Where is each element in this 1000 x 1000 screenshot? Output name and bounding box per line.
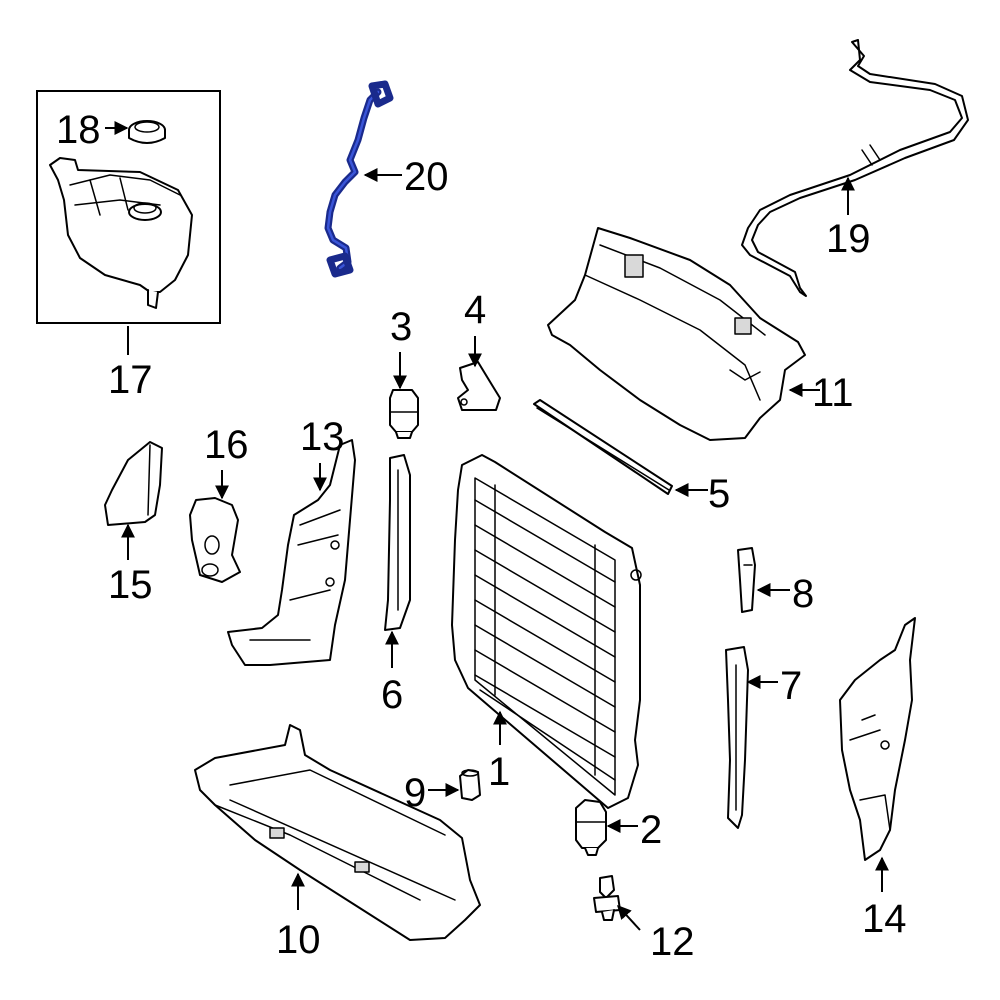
part-2-mount[interactable] [575, 799, 607, 856]
part-14-air-guide-right[interactable] [839, 617, 916, 861]
callout-2: 2 [640, 808, 662, 852]
part-10-lower-deflector[interactable] [194, 724, 481, 941]
callout-8: 8 [792, 572, 814, 616]
callout-9: 9 [404, 771, 426, 815]
callout-17: 17 [108, 358, 153, 402]
part-19-upper-hose[interactable] [741, 39, 969, 297]
callout-11: 11 [812, 371, 854, 415]
part-3-sensor[interactable] [389, 389, 419, 439]
callout-7: 7 [780, 664, 802, 708]
callout-labels: 17 18 20 19 11 3 4 5 13 16 15 6 8 7 1 9 … [56, 108, 907, 964]
callout-16: 16 [204, 423, 249, 467]
part-6-side-seal[interactable] [384, 454, 411, 631]
callout-15: 15 [108, 563, 153, 607]
part-11-upper-cover[interactable] [547, 227, 806, 441]
callout-6: 6 [381, 673, 403, 717]
part-16-bracket-plate[interactable] [189, 497, 241, 583]
part-5-seal-strip[interactable] [533, 399, 673, 495]
part-9-bushing[interactable] [459, 769, 481, 801]
part-1-radiator[interactable] [451, 454, 642, 809]
part-18-reservoir-cap[interactable] [128, 120, 166, 144]
callout-19: 19 [826, 217, 871, 261]
callout-18: 18 [56, 108, 101, 152]
part-13-air-guide[interactable] [227, 439, 356, 666]
callout-3: 3 [390, 305, 412, 349]
callout-10: 10 [276, 918, 321, 962]
callout-13: 13 [300, 415, 345, 459]
callout-20: 20 [404, 155, 449, 199]
part-15-deflector[interactable] [104, 441, 163, 526]
part-12-pin[interactable] [593, 875, 621, 921]
part-20-coolant-hose[interactable] [324, 80, 394, 278]
part-7-side-seal-right[interactable] [725, 646, 749, 829]
callout-12: 12 [650, 920, 695, 964]
callout-14: 14 [862, 897, 907, 941]
leader-lines [105, 121, 889, 931]
callout-4: 4 [464, 288, 486, 332]
callout-5: 5 [708, 472, 730, 516]
part-4-bracket[interactable] [457, 361, 501, 411]
callout-1: 1 [488, 750, 510, 794]
part-8-clip[interactable] [737, 547, 756, 613]
part-17-coolant-reservoir[interactable] [36, 90, 221, 324]
